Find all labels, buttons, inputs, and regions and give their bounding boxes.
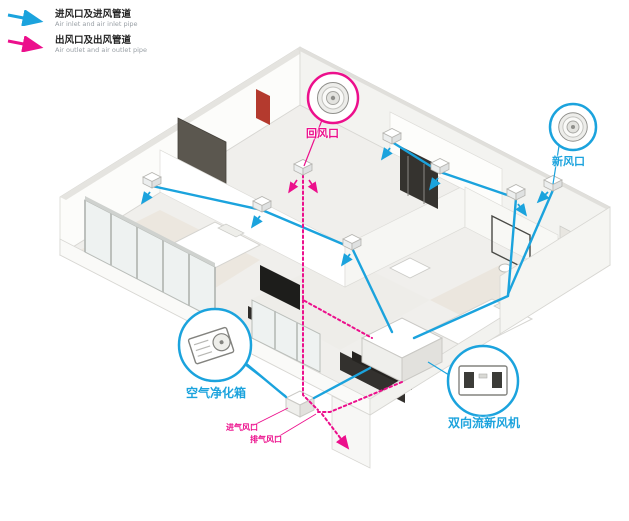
callout-return-vent [303,71,360,167]
label-intake-vent: 进气风口 [226,423,258,432]
bottom-label-leaders [251,407,317,439]
fresh-air-unit-icon [458,365,508,396]
callout-fresh-vent [548,102,598,185]
legend-outlet: 出风口及出风管道 Air outlet and air outlet pipe [6,35,147,54]
legend-inlet-label: 进风口及进风管道 [55,9,132,20]
outlet-arrow-icon [7,36,44,53]
purifier-box [284,390,316,418]
legend: 进风口及进风管道 Air inlet and air inlet pipe 出风… [6,9,147,54]
legend-outlet-label: 出风口及出风管道 [55,35,132,47]
red-cabinet [256,89,270,125]
legend-outlet-sublabel: Air outlet and air outlet pipe [55,45,147,54]
label-exhaust-vent: 排气风口 [250,435,282,444]
label-fresh-air-unit: 双向流新风机 [447,416,520,430]
legend-inlet-sublabel: Air inlet and air inlet pipe [55,19,138,28]
ceiling-vents [140,128,563,267]
exhaust-pipes [302,174,403,450]
round-vent-icon [558,112,588,142]
label-purifier: 空气净化箱 [185,386,246,400]
label-fresh-vent: 新风口 [552,155,585,168]
callout-purifier [177,307,287,397]
inlet-arrow-icon [7,10,44,26]
callout-fresh-air-unit [427,344,520,418]
legend-inlet: 进风口及进风管道 Air inlet and air inlet pipe [6,9,147,28]
round-vent-icon [317,82,349,114]
label-return-vent: 回风口 [306,127,339,140]
ceiling-fresh-air-unit [360,317,444,383]
purifier-icon [187,326,235,365]
